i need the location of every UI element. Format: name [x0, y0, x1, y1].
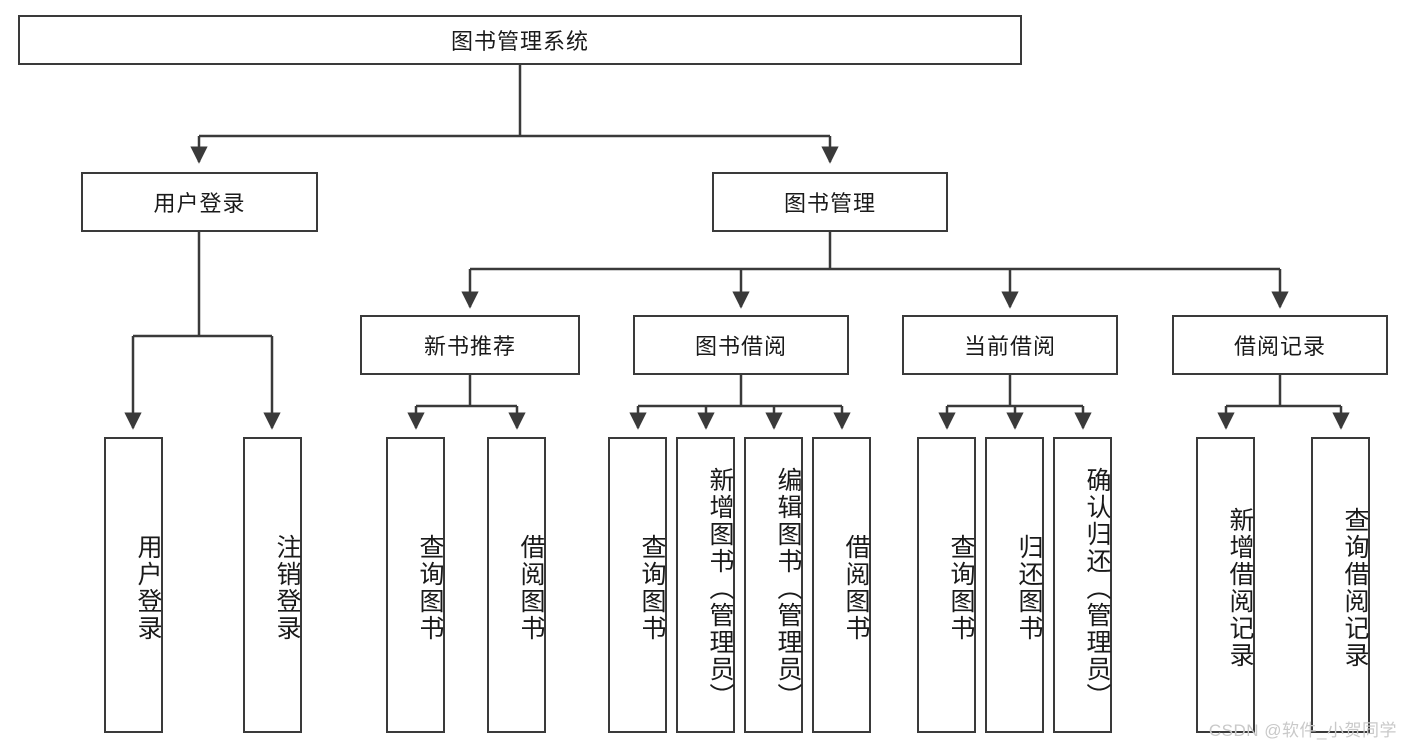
watermark-text: CSDN @软件_小贺同学 — [1208, 721, 1397, 740]
node-book-borrow[interactable]: 图书借阅 — [633, 315, 849, 375]
node-leaf-query-record[interactable]: 查询借阅记录 — [1311, 437, 1370, 733]
node-leaf-add-record-label: 新增借阅记录 — [1226, 507, 1254, 669]
node-leaf-query-book-cur-label: 查询图书 — [947, 534, 975, 642]
node-leaf-confirm-return-label: 确认归还（管理员） — [1083, 466, 1111, 710]
node-root[interactable]: 图书管理系统 — [18, 15, 1022, 65]
node-book-manage[interactable]: 图书管理 — [712, 172, 948, 232]
node-leaf-user-logout[interactable]: 注销登录 — [243, 437, 302, 733]
node-current-borrow-label: 当前借阅 — [963, 334, 1056, 359]
node-leaf-user-login-label: 用户登录 — [134, 534, 162, 642]
node-leaf-user-logout-label: 注销登录 — [273, 534, 301, 642]
node-new-book-rec[interactable]: 新书推荐 — [360, 315, 580, 375]
node-leaf-borrow-book-rec-label: 借阅图书 — [517, 534, 545, 642]
node-new-book-rec-label: 新书推荐 — [423, 334, 516, 359]
node-leaf-add-record[interactable]: 新增借阅记录 — [1196, 437, 1255, 733]
node-leaf-edit-book-label: 编辑图书（管理员） — [774, 466, 802, 710]
node-borrow-record-label: 借阅记录 — [1233, 334, 1326, 359]
node-leaf-confirm-return[interactable]: 确认归还（管理员） — [1053, 437, 1112, 733]
node-leaf-query-record-label: 查询借阅记录 — [1341, 507, 1369, 669]
node-leaf-query-book-borrow-label: 查询图书 — [638, 534, 666, 642]
node-leaf-query-book-borrow[interactable]: 查询图书 — [608, 437, 667, 733]
node-book-manage-label: 图书管理 — [783, 191, 876, 216]
node-leaf-borrow-book-label: 借阅图书 — [842, 534, 870, 642]
node-current-borrow[interactable]: 当前借阅 — [902, 315, 1118, 375]
node-leaf-return-book-label: 归还图书 — [1015, 534, 1043, 642]
node-leaf-query-book-rec-label: 查询图书 — [416, 534, 444, 642]
node-user-login-label: 用户登录 — [153, 191, 246, 216]
node-leaf-query-book-rec[interactable]: 查询图书 — [386, 437, 445, 733]
node-leaf-edit-book[interactable]: 编辑图书（管理员） — [744, 437, 803, 733]
node-leaf-add-book-label: 新增图书（管理员） — [706, 466, 734, 710]
node-leaf-add-book[interactable]: 新增图书（管理员） — [676, 437, 735, 733]
node-leaf-borrow-book[interactable]: 借阅图书 — [812, 437, 871, 733]
node-leaf-return-book[interactable]: 归还图书 — [985, 437, 1044, 733]
node-leaf-query-book-cur[interactable]: 查询图书 — [917, 437, 976, 733]
node-leaf-borrow-book-rec[interactable]: 借阅图书 — [487, 437, 546, 733]
node-root-label: 图书管理系统 — [450, 29, 589, 54]
node-book-borrow-label: 图书借阅 — [694, 334, 787, 359]
node-borrow-record[interactable]: 借阅记录 — [1172, 315, 1388, 375]
node-user-login[interactable]: 用户登录 — [81, 172, 318, 232]
node-leaf-user-login[interactable]: 用户登录 — [104, 437, 163, 733]
